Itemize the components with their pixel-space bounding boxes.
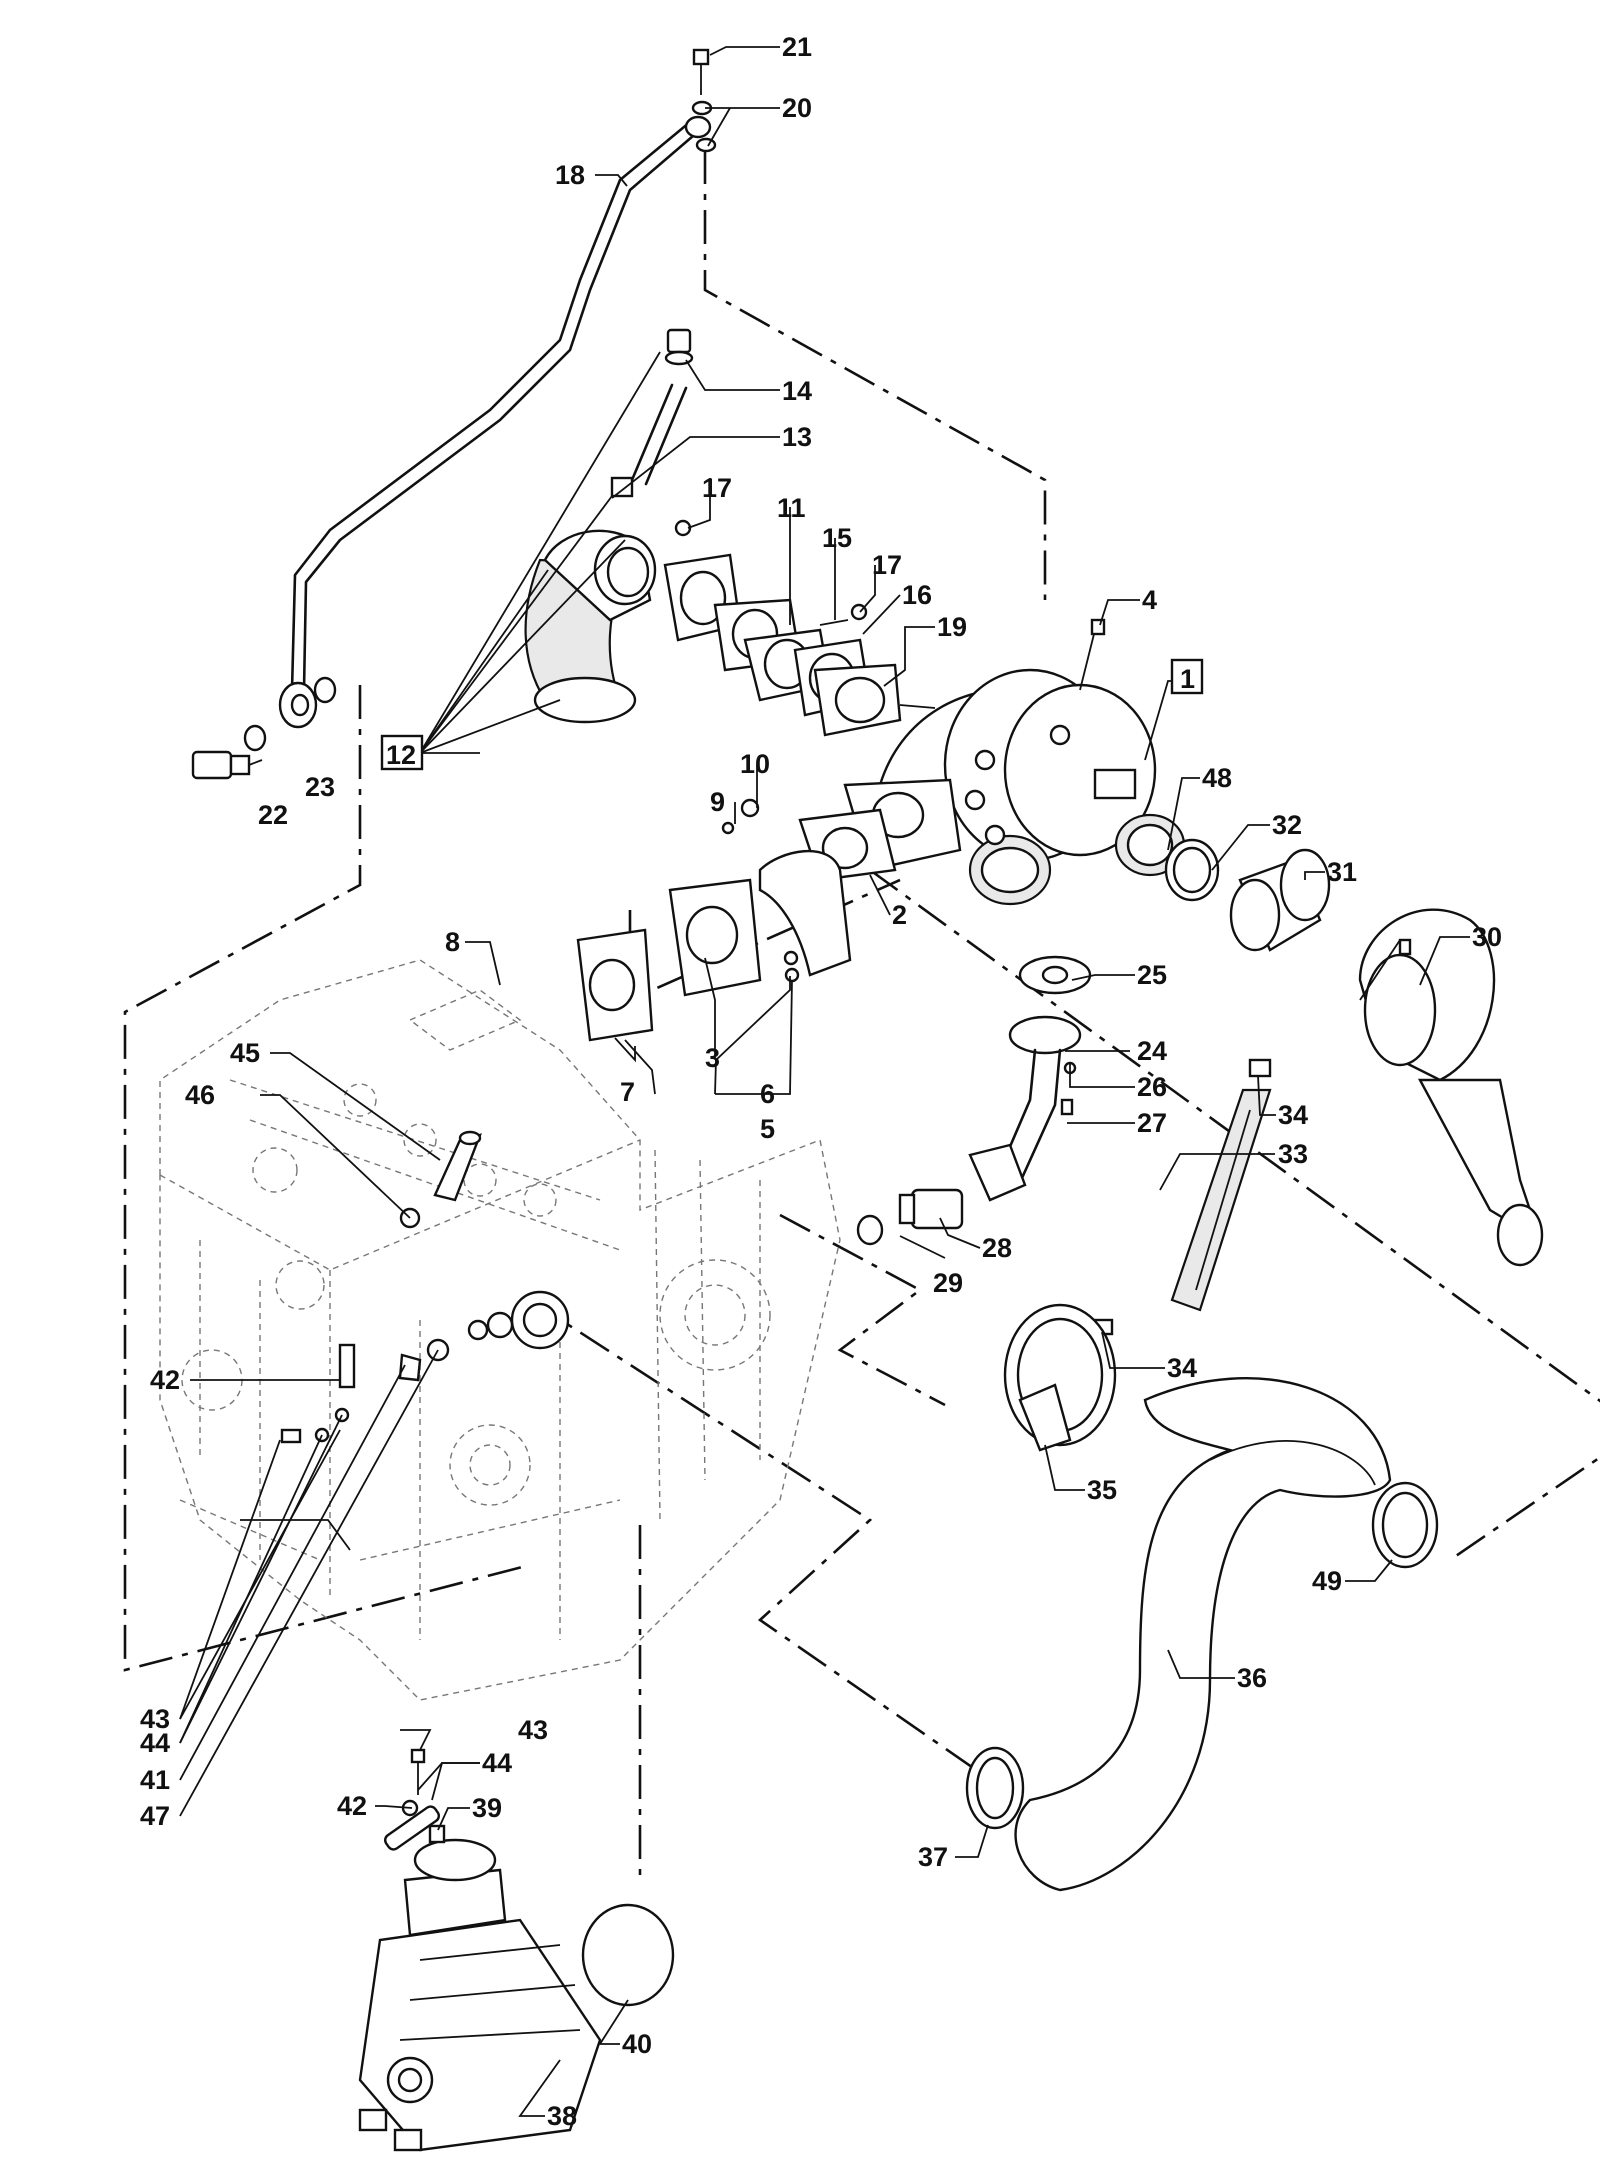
callout-15: 15 bbox=[822, 523, 852, 553]
callout-45: 45 bbox=[230, 1038, 260, 1068]
callout-11: 11 bbox=[777, 493, 806, 523]
callout-27: 27 bbox=[1137, 1108, 1167, 1138]
sensor-tube bbox=[610, 328, 694, 498]
callout-14: 14 bbox=[782, 376, 812, 406]
callout-31: 31 bbox=[1327, 857, 1357, 887]
callout-21: 21 bbox=[782, 32, 812, 62]
callout-18: 18 bbox=[555, 160, 585, 190]
callout-9: 9 bbox=[710, 787, 725, 817]
callout-42-top: 42 bbox=[150, 1365, 180, 1395]
callout-2: 2 bbox=[892, 900, 907, 930]
callout-17-left: 17 bbox=[702, 473, 732, 503]
callout-12: 12 bbox=[386, 740, 416, 770]
callout-6: 6 bbox=[760, 1079, 775, 1109]
callout-44-left: 44 bbox=[140, 1728, 170, 1758]
callout-39: 39 bbox=[472, 1793, 502, 1823]
callout-33: 33 bbox=[1278, 1139, 1308, 1169]
callout-19: 19 bbox=[937, 612, 967, 642]
callout-43-left: 43 bbox=[140, 1704, 170, 1734]
callout-1-box bbox=[1170, 658, 1204, 695]
breather-hose bbox=[1092, 1058, 1272, 1336]
callout-34-top: 34 bbox=[1278, 1100, 1308, 1130]
callout-16: 16 bbox=[902, 580, 932, 610]
callout-4: 4 bbox=[1142, 585, 1157, 615]
callout-28: 28 bbox=[982, 1233, 1012, 1263]
turbocharger bbox=[878, 618, 1186, 906]
callout-1: 1 bbox=[1180, 664, 1195, 694]
callout-17-right: 17 bbox=[872, 550, 902, 580]
callout-10: 10 bbox=[740, 749, 770, 779]
callout-40: 40 bbox=[622, 2029, 652, 2059]
leader-lines bbox=[179, 46, 1470, 2117]
callout-49: 49 bbox=[1312, 1566, 1342, 1596]
callout-labels: 21 20 18 14 13 17 11 15 17 16 19 4 1 12 … bbox=[140, 32, 1502, 2131]
callout-29: 29 bbox=[933, 1268, 963, 1298]
air-intake-group bbox=[1164, 838, 1544, 1267]
callout-35: 35 bbox=[1087, 1475, 1117, 1505]
oil-return-group bbox=[856, 955, 1092, 1246]
turbo-adapter-group bbox=[576, 778, 962, 1042]
intake-elbow-group bbox=[524, 519, 936, 737]
breather-housing bbox=[1003, 1303, 1117, 1452]
callout-26: 26 bbox=[1137, 1072, 1167, 1102]
callout-47: 47 bbox=[140, 1801, 170, 1831]
callout-36: 36 bbox=[1237, 1663, 1267, 1693]
callout-22: 22 bbox=[258, 800, 288, 830]
callout-7: 7 bbox=[620, 1077, 635, 1107]
callout-46: 46 bbox=[185, 1080, 215, 1110]
callout-8: 8 bbox=[445, 927, 460, 957]
callout-37: 37 bbox=[918, 1842, 948, 1872]
injection-pump bbox=[358, 1748, 675, 2152]
callout-23: 23 bbox=[305, 772, 335, 802]
callout-3: 3 bbox=[705, 1043, 720, 1073]
callout-44-right: 44 bbox=[482, 1748, 512, 1778]
banjo-fittings bbox=[280, 1290, 570, 1444]
callout-25: 25 bbox=[1137, 960, 1167, 990]
callout-48: 48 bbox=[1202, 763, 1232, 793]
callout-34-bottom: 34 bbox=[1167, 1353, 1197, 1383]
callout-24: 24 bbox=[1137, 1036, 1167, 1066]
callout-20: 20 bbox=[782, 93, 812, 123]
callout-5: 5 bbox=[760, 1114, 775, 1144]
oil-feed-pipe bbox=[191, 48, 717, 780]
callout-12-box bbox=[380, 734, 424, 771]
callout-43-right: 43 bbox=[518, 1715, 548, 1745]
callout-13: 13 bbox=[782, 422, 812, 452]
coolant-hose bbox=[965, 1377, 1439, 1892]
callout-38: 38 bbox=[547, 2101, 577, 2131]
callout-30: 30 bbox=[1472, 922, 1502, 952]
callout-42-bottom: 42 bbox=[337, 1791, 367, 1821]
callout-41: 41 bbox=[140, 1765, 170, 1795]
callout-32: 32 bbox=[1272, 810, 1302, 840]
